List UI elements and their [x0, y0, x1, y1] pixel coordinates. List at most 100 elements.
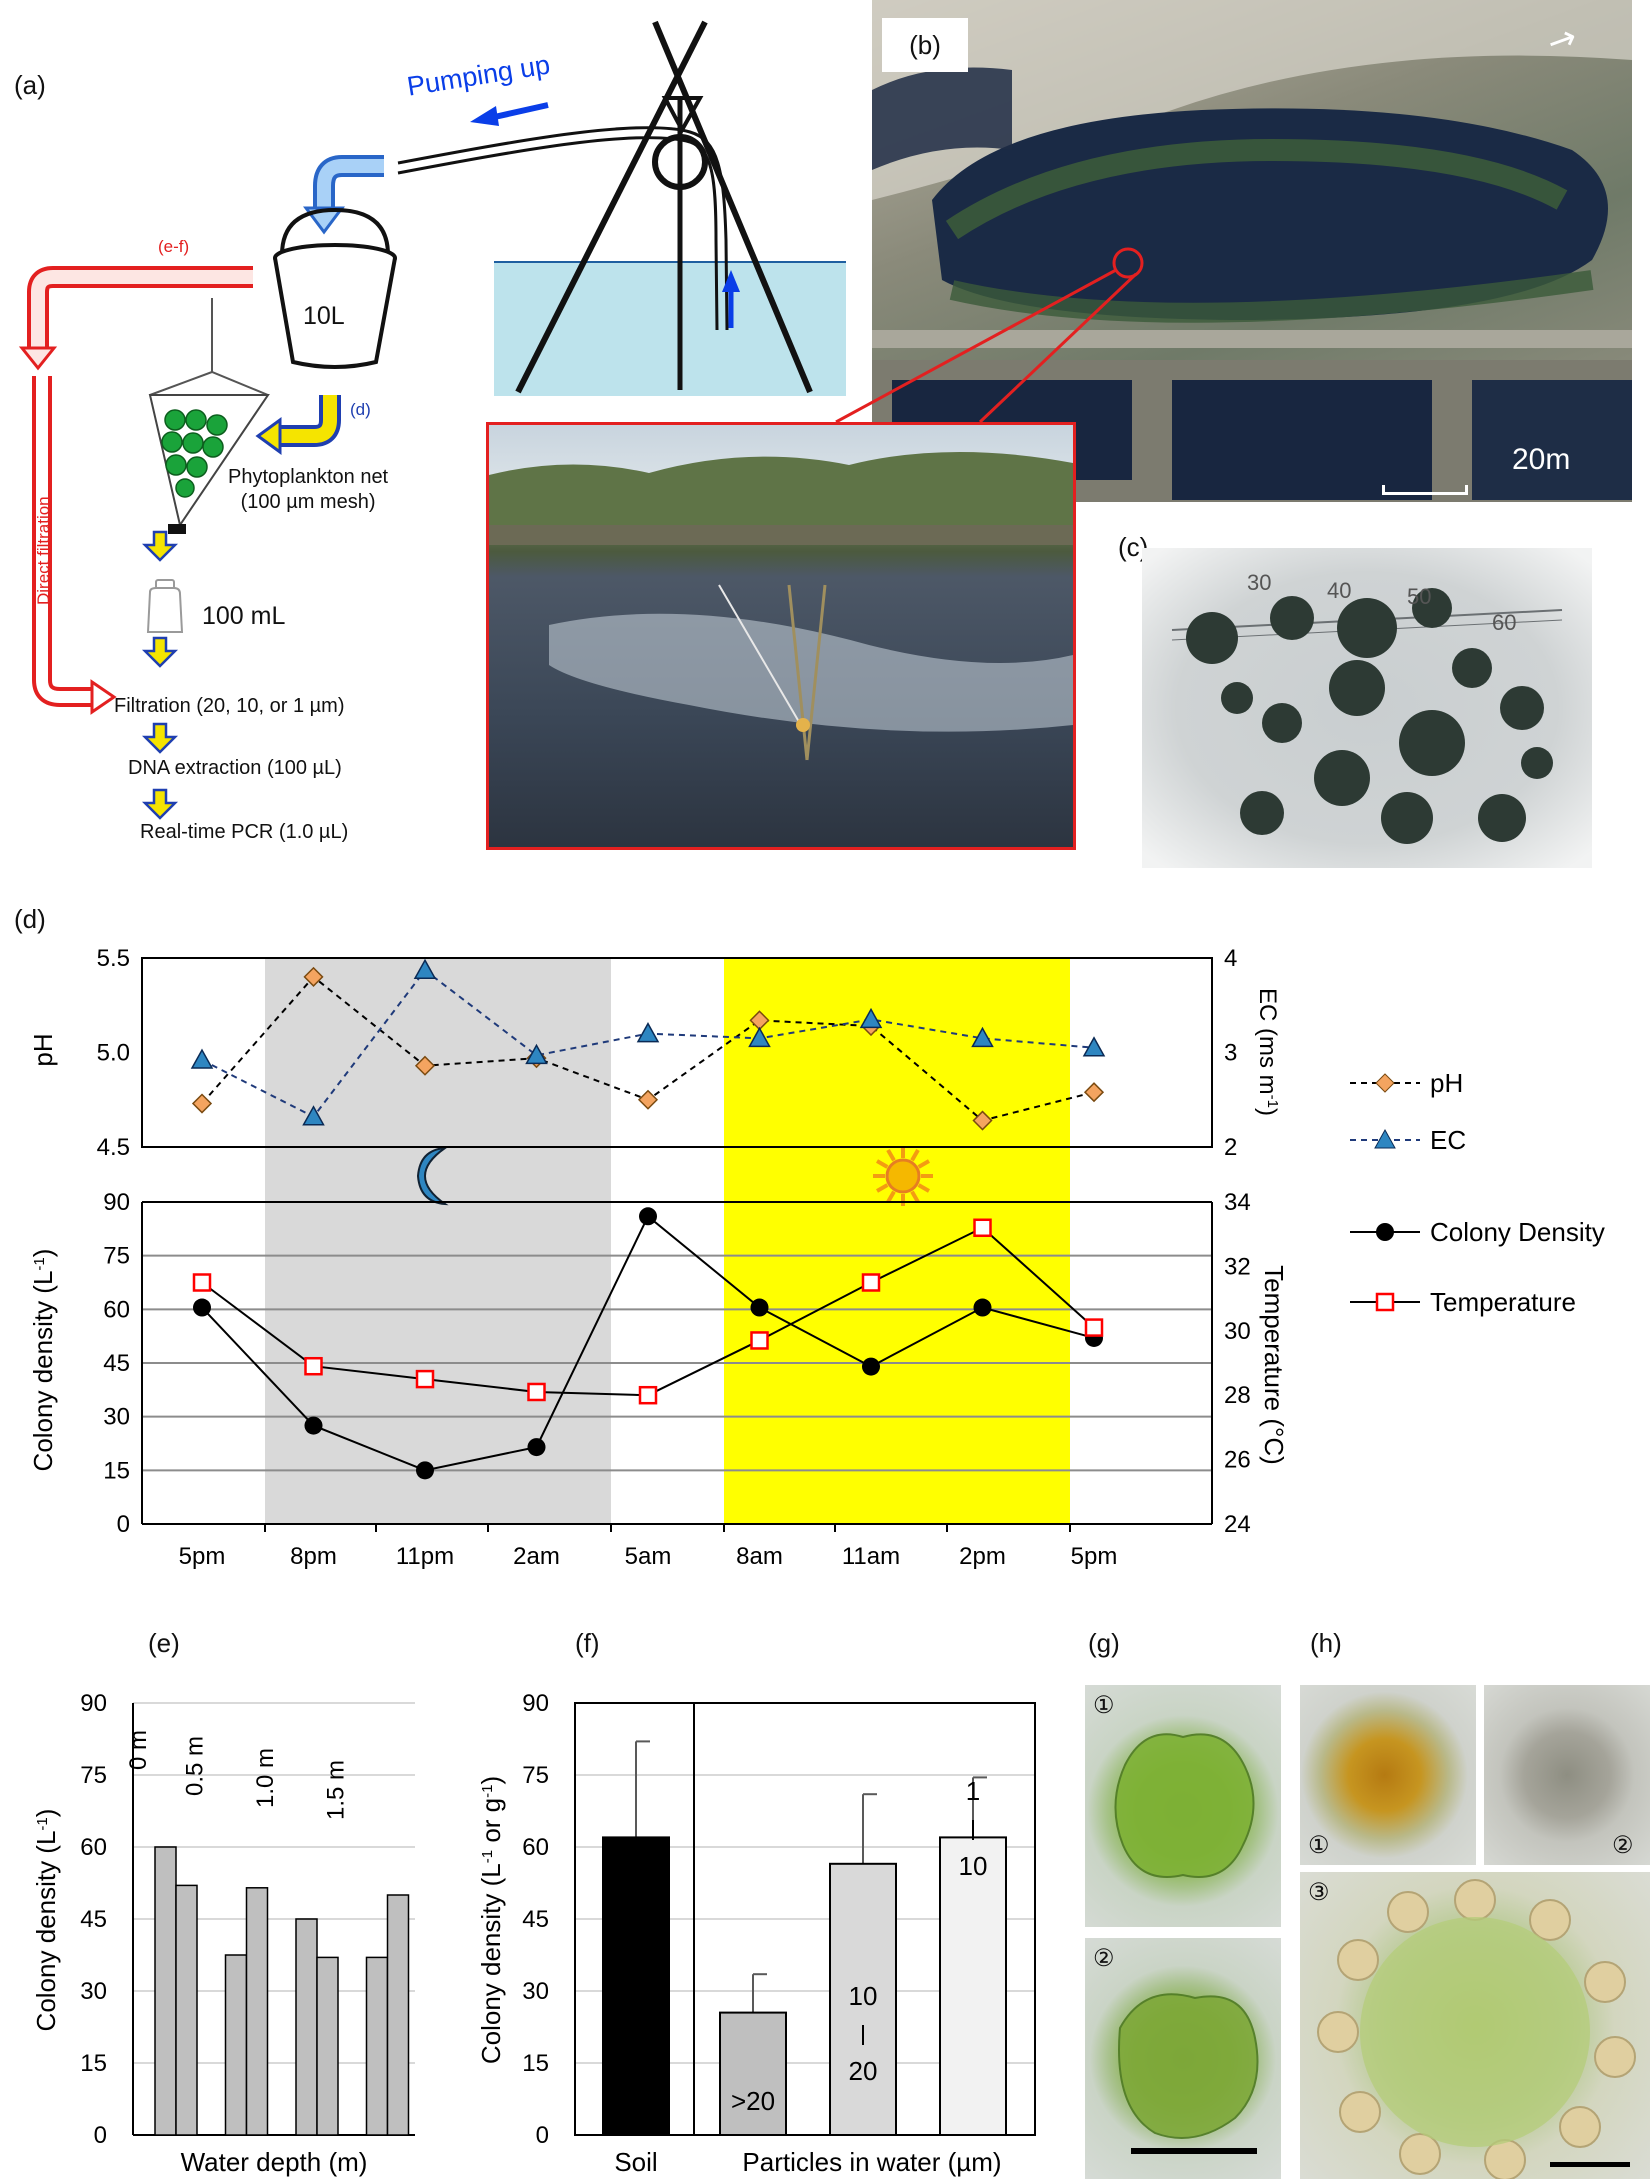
- e-ytick-label: 75: [80, 1762, 107, 1789]
- route-d-label: (d): [350, 400, 371, 419]
- sampling-site-photo: [486, 422, 1076, 850]
- ph-point: [972, 1110, 993, 1131]
- e-category-label: 0.5 m: [182, 1736, 209, 1796]
- step-dna-extraction: DNA extraction (100 µL): [128, 757, 342, 779]
- e-ytick-label: 90: [80, 1690, 107, 1717]
- f-bar-text-1-10-top: 1: [966, 1776, 980, 1806]
- microscope-colonies: [1171, 588, 1563, 844]
- pump-hose: [397, 126, 729, 331]
- sun-ray: [917, 1159, 930, 1169]
- e-bar: [316, 1956, 339, 2136]
- sun-icon: [873, 1146, 933, 1206]
- panel-label-a: (a): [14, 70, 46, 100]
- temperature-point: [861, 1273, 881, 1292]
- colony-density-point: [639, 1207, 657, 1226]
- x-tick-label: 5am: [625, 1543, 672, 1570]
- ec-point: [190, 1048, 214, 1069]
- colony-density-point: [304, 1416, 323, 1435]
- cell-h3-shape: [1317, 1879, 1636, 2179]
- bottom-ytick-label: 75: [103, 1243, 130, 1270]
- temperature-point: [638, 1385, 658, 1405]
- temperature-point: [1084, 1318, 1104, 1337]
- ruler-tick-40: 40: [1327, 578, 1352, 603]
- cell-photo-g2: ②: [1085, 1938, 1281, 2179]
- sun-ray: [886, 1190, 896, 1203]
- bottom-ytick-label: 30: [103, 1404, 130, 1431]
- bucket-icon: [273, 207, 397, 369]
- f-ytick-label: 75: [522, 1762, 549, 1789]
- bucket-volume-label: 10L: [303, 302, 345, 330]
- panel-a-schematic: [18, 20, 846, 820]
- cell-photo-g1: ①: [1085, 1685, 1281, 1927]
- f-ytick-label: 0: [536, 2122, 549, 2149]
- cell-g1-shape: [1114, 1733, 1255, 1878]
- route-ef-label: (e-f): [158, 237, 190, 256]
- ec-point: [413, 958, 437, 980]
- scale-bar-label: 20m: [1512, 443, 1571, 476]
- e-bar: [365, 1956, 389, 2136]
- bottom-y2tick-label: 32: [1224, 1253, 1251, 1280]
- f-bar: [939, 1836, 1007, 2136]
- ec-point: [971, 1026, 994, 1048]
- sun-ray: [910, 1190, 920, 1203]
- ph-point: [414, 1055, 436, 1076]
- ph-point: [303, 966, 324, 987]
- x-tick-label: 2am: [513, 1543, 560, 1570]
- water-intake-arrow-head-icon: [722, 270, 740, 292]
- colony-density-point: [416, 1461, 434, 1480]
- temperature-point: [527, 1382, 546, 1402]
- e-category-label: 1.0 m: [252, 1748, 279, 1808]
- f-ylabel: Colony density (L-1 or g-1): [476, 1776, 506, 2064]
- ph-point: [191, 1093, 213, 1114]
- ph-point: [637, 1089, 659, 1110]
- top-plot-frame: [141, 957, 1213, 1148]
- sample-location-marker: [835, 247, 1144, 424]
- e-xlabel: Water depth (m): [181, 2147, 368, 2177]
- ec-point: [1082, 1036, 1106, 1057]
- net-label-line2: (100 µm mesh): [240, 491, 376, 513]
- bottom-ytick-label: 15: [103, 1457, 130, 1484]
- marker-g1: ①: [1093, 1692, 1115, 1719]
- pour-arrow-inner: [317, 159, 384, 210]
- bottom-y2tick-label: 26: [1224, 1447, 1251, 1474]
- legend-label: Temperature: [1430, 1287, 1576, 1317]
- panel-label-b: (b): [882, 18, 968, 72]
- bottom-y2tick-label: 30: [1224, 1318, 1251, 1345]
- ec-point: [525, 1043, 548, 1065]
- bottom-ylabel: Colony density (L-1): [28, 1249, 58, 1472]
- legend-label: EC: [1430, 1125, 1466, 1155]
- sun-disc: [885, 1158, 921, 1194]
- marker-h2: ②: [1612, 1832, 1634, 1859]
- x-tick-label: 5pm: [1071, 1543, 1118, 1570]
- sun-ray: [886, 1149, 896, 1162]
- temperature-point: [192, 1273, 212, 1292]
- ec-point: [636, 1022, 660, 1043]
- f-ytick-label: 30: [522, 1978, 549, 2005]
- process-arrows: [141, 530, 179, 820]
- panel-label-h: (h): [1310, 1628, 1342, 1658]
- e-ytick-label: 15: [80, 2050, 107, 2077]
- top-ytick-label: 5.0: [97, 1040, 130, 1067]
- top-y2tick-label: 2: [1224, 1134, 1237, 1161]
- ruler-tick-50: 50: [1407, 584, 1432, 609]
- top-ylabel: pH: [28, 1033, 58, 1066]
- marker-h3: ③: [1308, 1879, 1330, 1906]
- e-category-label: 1.5 m: [323, 1760, 350, 1820]
- sun-ray: [876, 1183, 889, 1193]
- colony-density-point: [750, 1298, 769, 1317]
- scale-bar: [1382, 485, 1468, 495]
- temperature-point: [304, 1356, 323, 1376]
- x-tick-label: 5pm: [179, 1543, 226, 1570]
- colony-density-point: [527, 1438, 546, 1457]
- e-ytick-label: 60: [80, 1834, 107, 1861]
- top-ytick-label: 5.5: [97, 945, 130, 972]
- f-ytick-label: 15: [522, 2050, 549, 2077]
- e-bar: [224, 1954, 248, 2136]
- legend-marker-temperature: [1375, 1292, 1395, 1312]
- sampling-site-photo-shapes: [489, 451, 1073, 761]
- f-bar: [829, 1862, 897, 2137]
- net-label-line1: Phytoplankton net: [228, 466, 389, 488]
- e-ytick-label: 30: [80, 1978, 107, 2005]
- panel-label-d: (d): [14, 904, 46, 934]
